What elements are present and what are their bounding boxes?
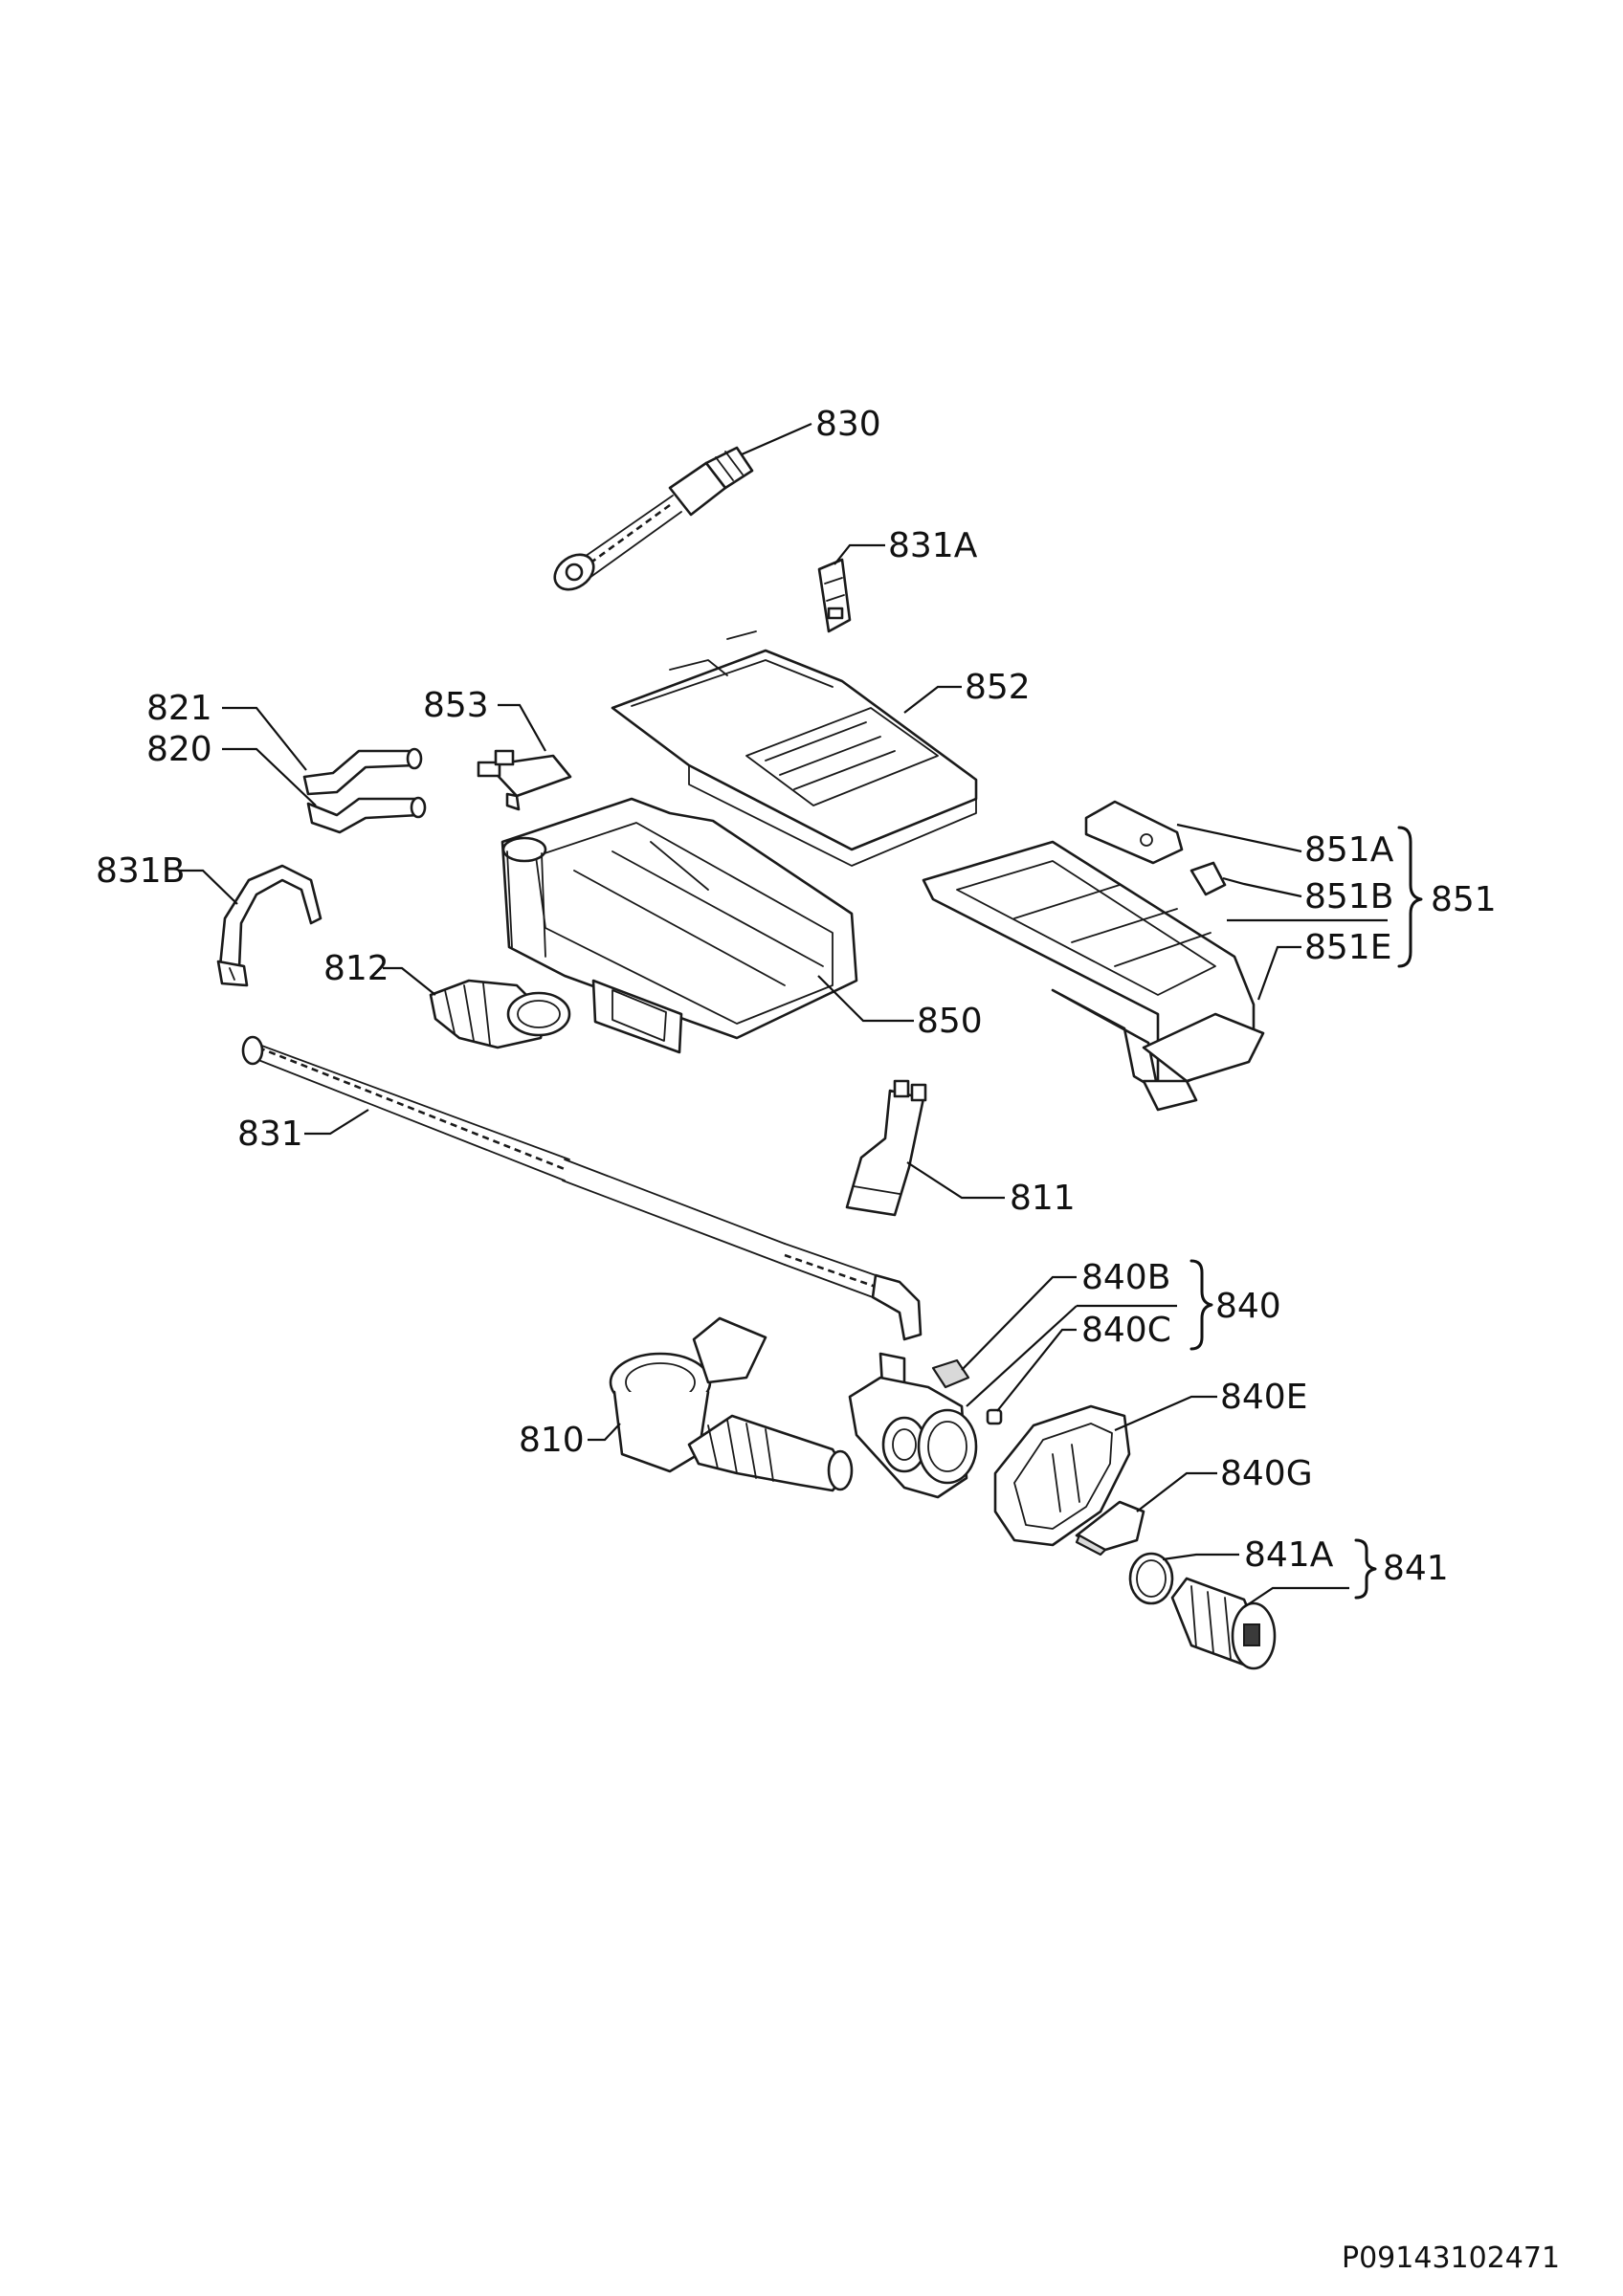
part-841A-o-ring[interactable] <box>1128 1552 1174 1605</box>
label-810: 810 <box>519 1421 585 1460</box>
part-820-hose[interactable] <box>306 796 427 834</box>
part-841-filter[interactable] <box>1170 1577 1277 1670</box>
reference-code: P09143102471 <box>1342 2241 1560 2275</box>
label-851: 851 <box>1431 880 1497 919</box>
leader-840C <box>996 1328 1077 1412</box>
leader-851E <box>1256 945 1301 1001</box>
label-831A: 831A <box>888 526 978 565</box>
brace-840 <box>1189 1259 1213 1351</box>
part-851E-drawer[interactable] <box>922 840 1265 1112</box>
part-831A-clip[interactable] <box>817 558 852 633</box>
label-853: 853 <box>423 686 489 725</box>
leader-821 <box>222 706 307 771</box>
part-840G-cap[interactable] <box>1075 1500 1145 1556</box>
label-831: 831 <box>237 1115 303 1154</box>
label-831B: 831B <box>96 851 185 891</box>
part-840B-seal[interactable] <box>931 1358 970 1389</box>
label-850: 850 <box>917 1002 983 1041</box>
leader-840-assembly <box>966 1305 1078 1407</box>
label-852: 852 <box>965 668 1031 707</box>
label-851E: 851E <box>1304 928 1391 967</box>
part-831B-hose-guide[interactable] <box>216 864 322 987</box>
label-840: 840 <box>1215 1287 1281 1326</box>
leader-850 <box>817 975 914 1023</box>
part-851A-cover[interactable] <box>1084 800 1184 865</box>
part-821-hose[interactable] <box>302 747 423 796</box>
label-841: 841 <box>1383 1549 1449 1588</box>
part-811-duct[interactable] <box>845 1079 927 1217</box>
part-840-pump-body[interactable] <box>848 1352 978 1499</box>
leader-812 <box>383 966 436 996</box>
label-820: 820 <box>146 730 212 769</box>
leader-840B <box>961 1275 1077 1371</box>
brace-841 <box>1354 1538 1377 1600</box>
leader-852 <box>903 685 962 714</box>
label-811: 811 <box>1010 1179 1076 1218</box>
leader-853 <box>498 703 546 752</box>
leader-811 <box>906 1161 1005 1200</box>
brace-851 <box>1397 826 1423 968</box>
leader-831B <box>180 869 238 905</box>
part-831-drain-hose[interactable] <box>241 1035 923 1341</box>
label-840C: 840C <box>1081 1311 1171 1350</box>
label-840E: 840E <box>1220 1378 1307 1417</box>
leader-851B <box>1222 876 1302 898</box>
leader-831 <box>304 1109 369 1136</box>
part-810-sump[interactable] <box>609 1316 854 1492</box>
part-840E-filter-housing[interactable] <box>993 1404 1131 1547</box>
leader-840E <box>1114 1395 1217 1432</box>
part-830-inlet-hose[interactable] <box>548 446 754 597</box>
leader-840G <box>1136 1471 1217 1512</box>
leader-831A <box>834 543 885 565</box>
leader-841 <box>1243 1586 1349 1608</box>
leader-841A <box>1162 1553 1239 1561</box>
label-840G: 840G <box>1220 1454 1313 1493</box>
label-830: 830 <box>815 405 881 444</box>
part-852-cover-plate[interactable] <box>611 630 978 867</box>
leader-851A <box>1176 823 1302 853</box>
part-853-valve[interactable] <box>477 749 572 811</box>
label-851A: 851A <box>1304 830 1394 870</box>
leader-830 <box>741 422 812 456</box>
leader-810 <box>588 1423 621 1442</box>
part-850-dispenser-housing[interactable] <box>500 797 858 1054</box>
part-812-bellows[interactable] <box>429 979 571 1049</box>
label-840B: 840B <box>1081 1258 1170 1297</box>
label-812: 812 <box>323 949 389 988</box>
label-851B: 851B <box>1304 877 1393 916</box>
part-840C-plug[interactable] <box>986 1408 1003 1425</box>
leader-820 <box>222 747 317 806</box>
part-851B-clip[interactable] <box>1189 861 1227 896</box>
label-841A: 841A <box>1244 1535 1334 1575</box>
label-821: 821 <box>146 689 212 728</box>
